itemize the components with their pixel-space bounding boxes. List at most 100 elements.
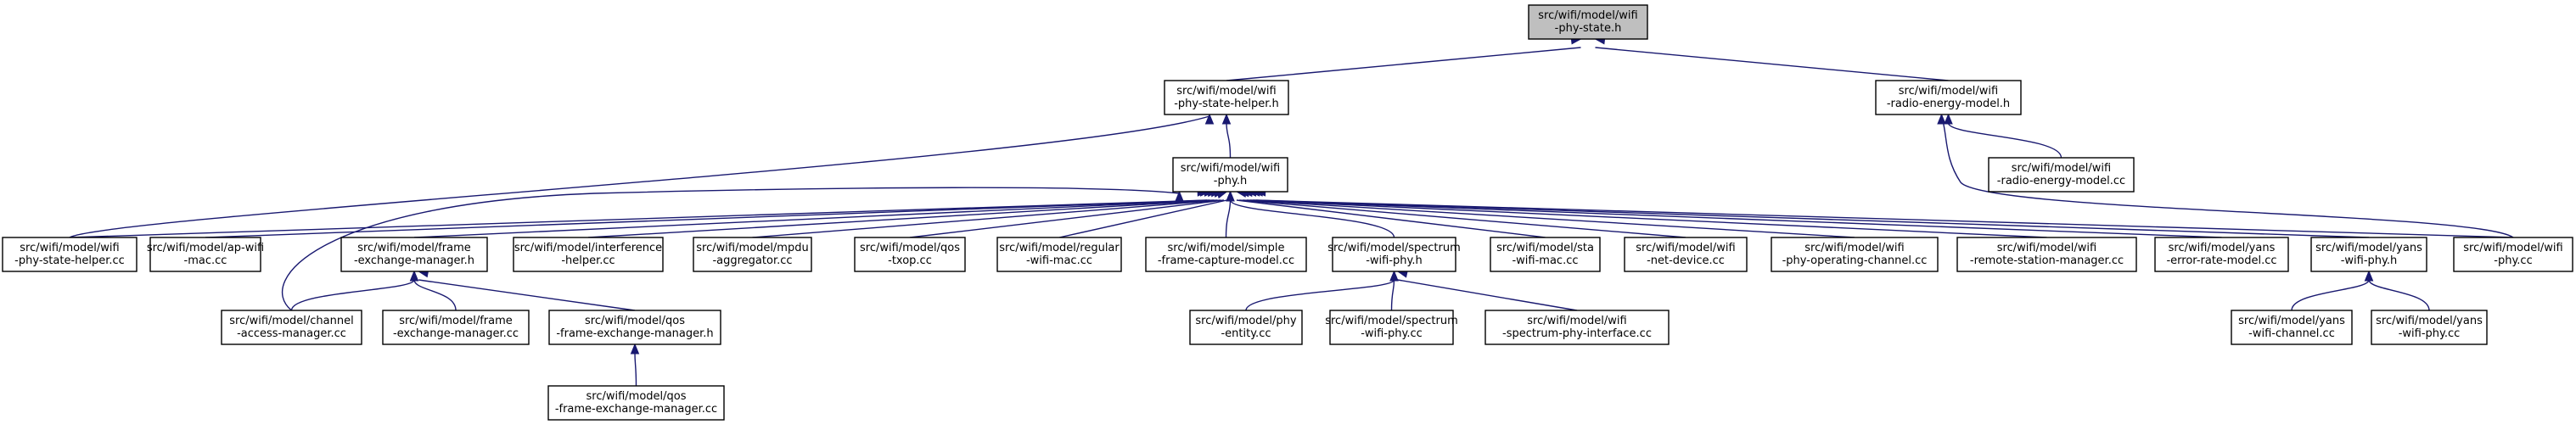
edge-line [1940, 115, 2514, 238]
node-label-line: -txop.cc [888, 254, 932, 267]
edge-line [587, 199, 1218, 238]
dependency-edge [1594, 36, 1949, 81]
file-node[interactable]: src/wifi/model/frame-exchange-manager.h [340, 237, 488, 272]
file-node[interactable]: src/wifi/model/wifi-phy.h [1172, 157, 1288, 193]
node-label-line: -frame-capture-model.cc [1158, 254, 1294, 267]
dependency-edge [1245, 270, 1399, 311]
dependency-edge [2291, 270, 2374, 311]
edge-line [69, 199, 1208, 238]
file-node[interactable]: src/wifi/model/wifi-phy-operating-channe… [1771, 237, 1939, 272]
node-box [1956, 237, 2137, 272]
file-node[interactable]: src/wifi/model/qos-frame-exchange-manage… [548, 310, 721, 345]
dependency-edge [909, 188, 1226, 238]
file-node[interactable]: src/wifi/model/wifi-phy-state-helper.h [1164, 80, 1289, 115]
node-label-line: src/wifi/model/yans [2376, 315, 2483, 327]
dependency-edge [1252, 187, 2370, 238]
node-label-line: src/wifi/model/wifi [1181, 162, 1280, 175]
file-node[interactable]: src/wifi/model/wifi-phy.cc [2453, 237, 2573, 272]
node-label-line: src/wifi/model/simple [1168, 242, 1285, 254]
edge-line [1226, 47, 1581, 81]
node-label-line: -radio-energy-model.h [1887, 98, 2010, 110]
node-label-line: src/wifi/model/wifi [1804, 242, 1904, 254]
node-box [382, 310, 530, 345]
node-label-line: -helper.cc [561, 254, 615, 267]
node-label-line: -wifi-phy.cc [1361, 327, 1423, 340]
node-box [547, 385, 725, 421]
file-node[interactable]: src/wifi/model/wifi-net-device.cc [1624, 237, 1748, 272]
file-node[interactable]: src/wifi/model/simple-frame-capture-mode… [1145, 237, 1307, 272]
file-node[interactable]: src/wifi/model/yans-wifi-channel.cc [2231, 310, 2353, 345]
file-node[interactable]: src/wifi/model/spectrum-wifi-phy.cc [1325, 310, 1458, 345]
dependency-edge [587, 187, 1219, 238]
file-node[interactable]: src/wifi/model/wifi-phy-state-helper.cc [2, 237, 137, 272]
nodes: src/wifi/model/wifi-phy-state.hsrc/wifi/… [2, 4, 2573, 421]
file-node[interactable]: src/wifi/model/mpdu-aggregator.cc [693, 237, 812, 272]
file-node[interactable]: src/wifi/model/channel-access-manager.cc [221, 310, 362, 345]
arrowhead [1175, 190, 1184, 202]
dependency-edge [1396, 269, 1578, 311]
node-label-line: -entity.cc [1221, 327, 1271, 340]
edge-line [1595, 47, 1949, 81]
file-node[interactable]: src/wifi/model/yans-wifi-phy.cc [2371, 310, 2488, 345]
node-box [1528, 4, 1648, 40]
node-label-line: src/wifi/model/frame [399, 315, 513, 327]
node-label-line: -aggregator.cc [712, 254, 792, 267]
file-node[interactable]: src/wifi/model/yans-error-rate-model.cc [2154, 237, 2289, 272]
file-node[interactable]: src/wifi/model/ap-wifi-mac.cc [147, 237, 264, 272]
node-label-line: -access-manager.cc [237, 327, 346, 340]
file-node[interactable]: src/wifi/model/qos-txop.cc [854, 237, 966, 272]
file-node[interactable]: src/wifi/model/sta-wifi-mac.cc [1490, 237, 1601, 272]
edge-line [2368, 279, 2430, 311]
node-box [2371, 310, 2488, 345]
node-box [2154, 237, 2289, 272]
edge-line [1390, 279, 1395, 311]
node-label-line: src/wifi/model/regular [999, 242, 1120, 254]
file-node[interactable]: src/wifi/model/regular-wifi-mac.cc [996, 237, 1122, 272]
file-node[interactable]: src/wifi/model/wifi-radio-energy-model.h [1875, 80, 2022, 115]
node-box [1332, 237, 1456, 272]
arrowhead [1937, 113, 1946, 125]
file-node[interactable]: src/wifi/model/qos-frame-exchange-manage… [547, 385, 725, 421]
node-label-line: -frame-exchange-manager.h [556, 327, 713, 340]
dependency-edge [69, 113, 1215, 238]
edge-line [909, 199, 1225, 238]
edge-line [290, 279, 415, 311]
node-label-line: src/wifi/model/spectrum [1327, 242, 1461, 254]
file-node[interactable]: src/wifi/model/yans-wifi-phy.h [2310, 237, 2427, 272]
edge-line [1058, 199, 1227, 238]
dependency-edge [1389, 270, 1399, 311]
node-box [221, 310, 362, 345]
root-file-node[interactable]: src/wifi/model/wifi-phy-state.h [1528, 4, 1648, 40]
file-node[interactable]: src/wifi/model/wifi-spectrum-phy-interfa… [1484, 310, 1670, 345]
dependency-edge [1226, 36, 1582, 81]
node-label-line: -wifi-channel.cc [2248, 327, 2335, 340]
node-label-line: -phy-state.h [1555, 22, 1622, 35]
file-node[interactable]: src/wifi/model/spectrum-wifi-phy.h [1327, 237, 1461, 272]
node-label-line: src/wifi/model/wifi [1176, 85, 1276, 98]
file-node[interactable]: src/wifi/model/phy-entity.cc [1189, 310, 1303, 345]
edge-line [418, 279, 636, 311]
dependency-edge [290, 270, 419, 311]
node-label-line: src/wifi/model/qos [860, 242, 960, 254]
edge-line [69, 115, 1210, 238]
edge-line [2291, 279, 2370, 311]
node-label-line: src/wifi/model/wifi [1899, 85, 1998, 98]
file-node[interactable]: src/wifi/model/wifi-radio-energy-model.c… [1988, 157, 2135, 193]
node-label-line: -spectrum-phy-interface.cc [1502, 327, 1652, 340]
node-label-line: src/wifi/model/spectrum [1325, 315, 1458, 327]
file-node[interactable]: src/wifi/model/wifi-remote-station-manag… [1956, 237, 2137, 272]
node-box [1624, 237, 1748, 272]
node-label-line: src/wifi/model/interference [514, 242, 662, 254]
node-box [2453, 237, 2573, 272]
edge-line [1253, 199, 2370, 238]
node-box [513, 237, 664, 272]
node-label-line: -error-rate-model.cc [2166, 254, 2276, 267]
node-label-line: src/wifi/model/yans [2315, 242, 2422, 254]
file-node[interactable]: src/wifi/model/frame-exchange-manager.cc [382, 310, 530, 345]
node-label-line: src/wifi/model/channel [229, 315, 353, 327]
edge-line [1226, 122, 1232, 159]
arrowhead [1226, 190, 1235, 202]
arrowhead [630, 343, 640, 355]
dependency-edge [69, 187, 1209, 238]
file-node[interactable]: src/wifi/model/interference-helper.cc [513, 237, 664, 272]
